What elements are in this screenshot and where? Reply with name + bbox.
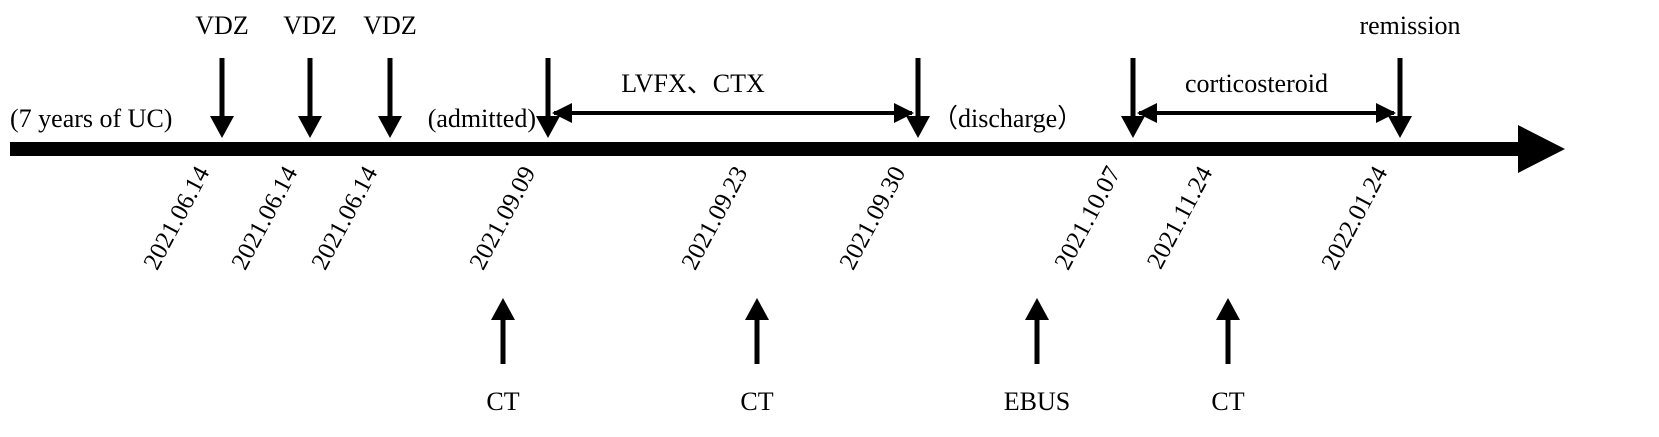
- timeline-axis-arrowhead: [1518, 125, 1565, 173]
- date-label: 2021.09.23: [677, 162, 754, 274]
- bottom-event-label: EBUS: [1004, 387, 1070, 416]
- date-label: 2021.06.14: [227, 162, 304, 274]
- span-label: corticosteroid: [1185, 69, 1328, 98]
- date-label: 2021.06.14: [307, 162, 384, 274]
- bottom-event-label: CT: [740, 387, 773, 416]
- bottom-event-arrow-2-head: [1025, 298, 1049, 320]
- side-label: (admitted): [428, 104, 536, 133]
- top-event-label: remission: [1359, 11, 1460, 40]
- bottom-events: CT CT EBUS CT: [486, 298, 1245, 416]
- bottom-event-arrow-0-head: [491, 298, 515, 320]
- span-label: LVFX、CTX: [621, 69, 765, 98]
- event-arrow-0-head: [210, 116, 234, 138]
- event-arrow-1-head: [298, 116, 322, 138]
- date-label: 2021.11.24: [1142, 162, 1218, 274]
- date-label: 2021.09.09: [465, 162, 542, 274]
- date-label: 2022.01.24: [1317, 162, 1394, 274]
- event-arrow-8-head: [1388, 116, 1412, 138]
- date-label: 2021.09.30: [835, 162, 912, 274]
- top-event-label: VDZ: [283, 11, 336, 40]
- bottom-event-label: CT: [1211, 387, 1244, 416]
- event-arrow-5-head: [906, 116, 930, 138]
- timeline-axis: [10, 125, 1565, 173]
- timeline-axis-bar: [10, 142, 1525, 156]
- treatment-spans: LVFX、CTX corticosteroid: [552, 69, 1396, 123]
- event-arrow-3-head: [536, 116, 560, 138]
- bottom-event-arrow-3-head: [1216, 298, 1240, 320]
- bottom-event-label: CT: [486, 387, 519, 416]
- side-labels: (admitted) （discharge）: [428, 104, 1083, 133]
- side-label: （discharge）: [932, 104, 1083, 133]
- date-label: 2021.06.14: [139, 162, 216, 274]
- date-label: 2021.10.07: [1050, 162, 1127, 274]
- event-arrow-6-head: [1121, 116, 1145, 138]
- top-event-label: VDZ: [363, 11, 416, 40]
- before-timeline-label: (7 years of UC): [10, 104, 172, 133]
- event-arrow-2-head: [378, 116, 402, 138]
- top-event-label: VDZ: [195, 11, 248, 40]
- bottom-event-arrow-1-head: [745, 298, 769, 320]
